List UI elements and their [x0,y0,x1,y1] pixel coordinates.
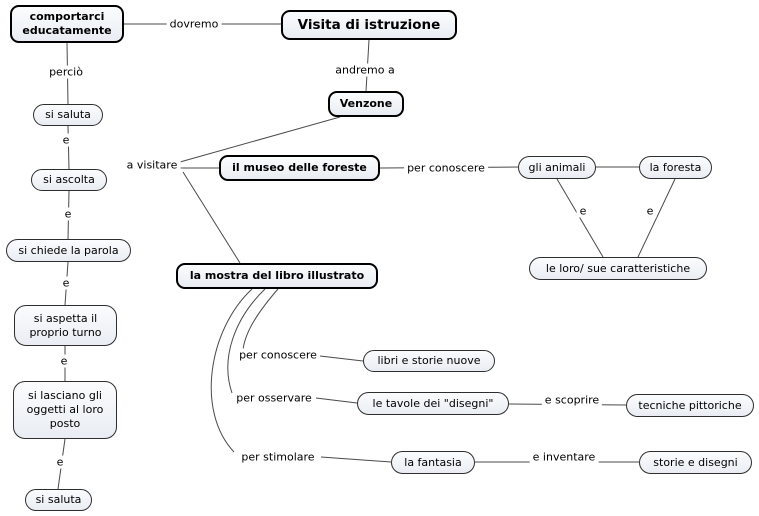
node-si-lasciano-oggetti[interactable]: si lasciano gli oggetti al loro posto [13,381,117,439]
link-label-a-visitare[interactable]: a visitare [123,158,181,172]
edge-foresta-caratteristiche [637,178,676,258]
node-caratteristiche[interactable]: le loro/ sue caratteristiche [529,257,707,280]
node-mostra-libro-illustrato[interactable]: la mostra del libro illustrato [176,263,378,289]
edge-venzone-a-visitare [179,116,341,163]
node-si-saluta-bottom[interactable]: si saluta [25,489,92,511]
link-label-per-conoscere-museo[interactable]: per conoscere [404,161,488,175]
edge-mostra-per-conoscere [242,288,279,351]
node-si-chiede-la-parola[interactable]: si chiede la parola [6,239,131,262]
edge-per-stimolare-fantasia [320,456,392,463]
node-comportarci-educatamente[interactable]: comportarci educatamente [10,5,124,43]
node-visita-di-istruzione[interactable]: Visita di istruzione [281,10,457,40]
node-libri-e-storie-nuove[interactable]: libri e storie nuove [363,350,495,372]
edge-mostra-per-osservare [227,288,266,394]
link-label-dovremo[interactable]: dovremo [166,17,222,31]
link-label-e-chain-5[interactable]: e [53,455,67,469]
node-museo-delle-foreste[interactable]: il museo delle foreste [219,155,380,181]
link-label-e-chain-4[interactable]: e [57,354,71,368]
link-label-percio[interactable]: perciò [46,65,86,79]
link-label-e-chain-1[interactable]: e [59,133,73,147]
edge-mostra-per-stimolare [210,288,253,453]
link-label-per-stimolare[interactable]: per stimolare [238,450,318,464]
edge-per-conoscere-libri [319,355,364,362]
node-storie-e-disegni[interactable]: storie e disegni [639,451,752,474]
link-label-per-conoscere-mostra[interactable]: per conoscere [236,348,320,362]
link-label-andremo-a[interactable]: andremo a [332,63,398,77]
edge-animali-caratteristiche [556,178,604,258]
link-label-e-foresta[interactable]: e [643,204,657,218]
node-la-fantasia[interactable]: la fantasia [391,451,475,474]
node-tavole-dei-disegni[interactable]: le tavole dei "disegni" [357,392,509,415]
link-label-e-chain-3[interactable]: e [59,276,73,290]
edge-chain-1 [67,125,70,170]
link-label-e-chain-2[interactable]: e [61,207,75,221]
link-label-e-animali[interactable]: e [576,204,590,218]
edge-per-osservare-tavole [315,397,358,404]
node-gli-animali[interactable]: gli animali [518,156,596,179]
node-venzone[interactable]: Venzone [328,91,404,117]
link-label-e-scoprire[interactable]: e scoprire [541,393,603,407]
link-label-per-osservare[interactable]: per osservare [233,391,315,405]
node-si-ascolta[interactable]: si ascolta [31,169,107,191]
node-la-foresta[interactable]: la foresta [639,156,712,179]
link-label-e-inventare[interactable]: e inventare [529,450,599,464]
node-tecniche-pittoriche[interactable]: tecniche pittoriche [626,394,754,417]
edge-a-visitare-mostra [182,171,241,264]
node-si-saluta-top[interactable]: si saluta [33,104,103,126]
node-si-aspetta-turno[interactable]: si aspetta il proprio turno [14,305,117,346]
